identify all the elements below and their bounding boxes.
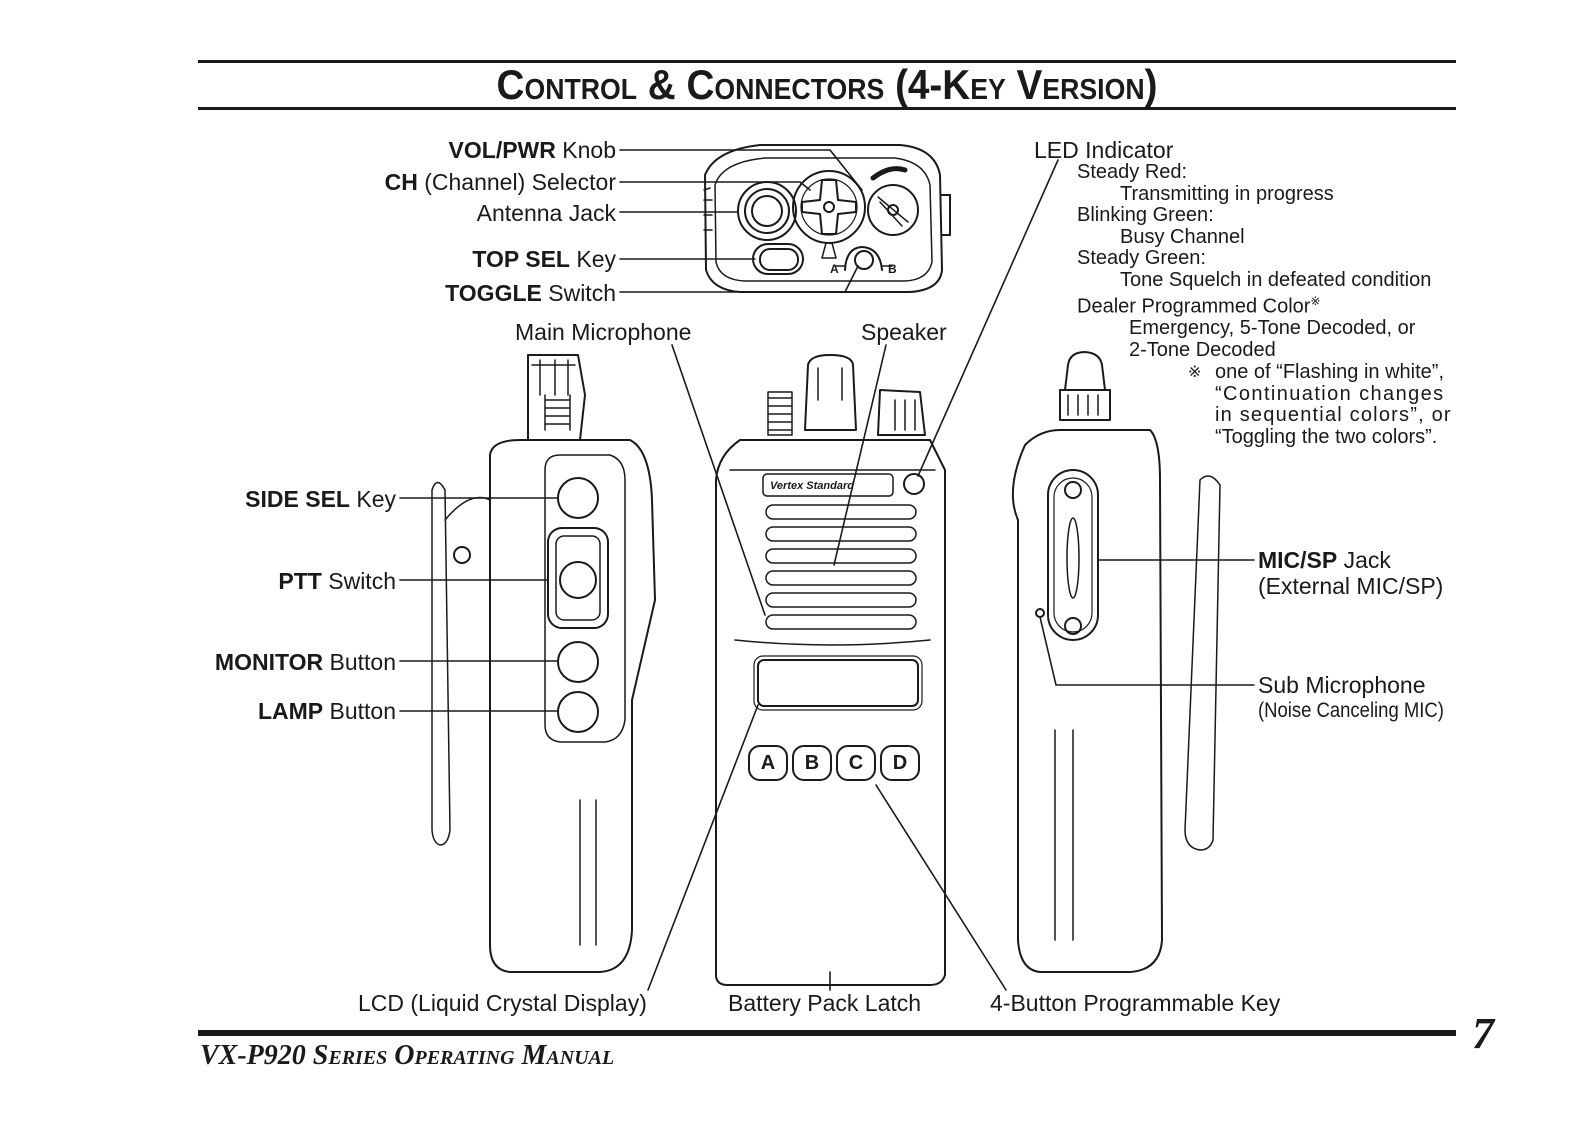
page-title: Control & Connectors (4-Key Version) — [496, 61, 1158, 108]
brand-logo: Vertex Standard — [770, 480, 854, 492]
page-number: 7 — [1472, 1009, 1494, 1058]
side-sel-key-art — [557, 477, 599, 519]
programmable-keys: A B C D — [748, 745, 920, 781]
toggle-a-label: A — [830, 262, 839, 276]
label-side-sel-key: SIDE SEL Key — [245, 486, 396, 512]
vol-pwr-knob — [867, 166, 919, 236]
led-state: Dealer Programmed Color※ — [1077, 294, 1321, 318]
antenna-jack — [737, 181, 797, 241]
top-view: A B — [703, 144, 951, 293]
lamp-button-art — [557, 691, 599, 733]
right-side-view — [1011, 351, 1221, 973]
monitor-button-art — [557, 641, 599, 683]
label-speaker: Speaker — [861, 319, 947, 345]
footnote-mark: ※ — [1188, 364, 1202, 381]
manual-title: VX-P920 Series Operating Manual — [200, 1040, 615, 1071]
led-meaning: Busy Channel — [1120, 225, 1245, 248]
footnote-line: in sequential colors”, or — [1215, 404, 1452, 426]
speaker-grille — [765, 504, 917, 630]
channel-selector — [792, 170, 866, 259]
footer-rule — [198, 1030, 1456, 1036]
key-b: B — [792, 745, 832, 781]
key-c: C — [836, 745, 876, 781]
footnote-line: “Toggling the two colors”. — [1215, 425, 1438, 448]
front-view: Vertex Standard — [715, 354, 946, 986]
label-programmable-key: 4-Button Programmable Key — [990, 990, 1281, 1016]
label-sub-microphone: Sub Microphone (Noise Canceling MIC) — [1258, 672, 1444, 722]
label-top-sel-key: TOP SEL Key — [472, 246, 616, 272]
leader-lines — [399, 149, 1255, 991]
lcd-art — [757, 659, 919, 707]
led-state: Steady Green: — [1077, 247, 1206, 269]
label-battery-pack-latch: Battery Pack Latch — [728, 990, 922, 1016]
led-meaning: Emergency, 5-Tone Decoded, or — [1129, 317, 1416, 340]
led-title: LED Indicator — [1034, 137, 1174, 163]
left-side-view — [431, 354, 656, 973]
label-vol-pwr-knob: VOL/PWR Knob — [448, 137, 616, 163]
led-meaning: 2-Tone Decoded — [1129, 338, 1276, 361]
toggle-switch — [834, 246, 893, 271]
label-mic-sp-jack: MIC/SP Jack (External MIC/SP) — [1258, 547, 1444, 599]
label-monitor-button: MONITOR Button — [214, 649, 396, 675]
ptt-switch-art — [547, 527, 609, 629]
label-lamp-button: LAMP Button — [257, 698, 396, 724]
led-indicator-legend: LED Indicator Steady Red: Transmitting i… — [1034, 138, 1431, 361]
mic-sp-jack-art — [1047, 469, 1099, 641]
header-rule-top — [198, 60, 1456, 63]
toggle-b-label: B — [888, 262, 897, 276]
label-lcd: LCD (Liquid Crystal Display) — [358, 990, 647, 1016]
key-d: D — [880, 745, 920, 781]
footnote-line: one of “Flashing in white”, — [1215, 361, 1445, 383]
led-footnote: ※ one of “Flashing in white”, “Continuat… — [1188, 361, 1452, 448]
key-a: A — [748, 745, 788, 781]
footnote-line: “Continuation changes — [1215, 382, 1445, 405]
sub-mic-art — [1035, 608, 1045, 618]
label-antenna-jack: Antenna Jack — [476, 200, 616, 226]
led-state: Blinking Green: — [1077, 204, 1214, 226]
led-meaning: Transmitting in progress — [1120, 182, 1334, 205]
led-indicator-art — [903, 473, 925, 495]
label-main-microphone: Main Microphone — [515, 319, 692, 345]
label-ch-selector: CH (Channel) Selector — [384, 169, 616, 195]
label-ptt-switch: PTT Switch — [278, 568, 396, 594]
top-sel-key — [752, 243, 804, 275]
label-toggle-switch: TOGGLE Switch — [445, 280, 616, 306]
led-state: Steady Red: — [1077, 161, 1188, 183]
header-rule-bottom — [198, 107, 1456, 110]
led-meaning: Tone Squelch in defeated condition — [1120, 268, 1432, 291]
